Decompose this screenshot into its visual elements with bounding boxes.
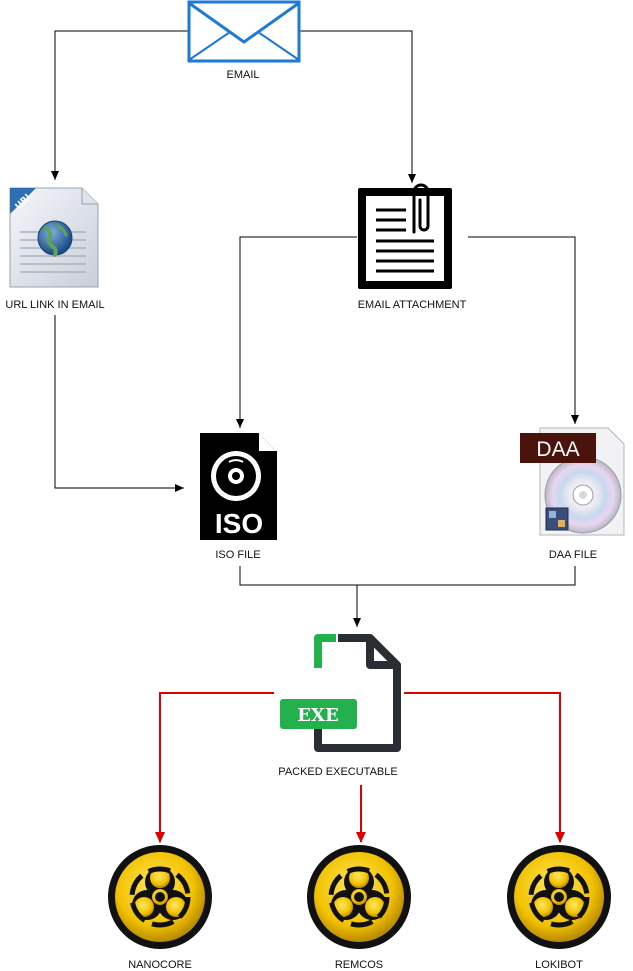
- iso-badge-text: ISO: [215, 508, 263, 539]
- email-label: EMAIL: [226, 69, 260, 81]
- url-link-label: URL LINK IN EMAIL: [5, 299, 105, 311]
- clipboard-attachment-icon: [358, 183, 452, 289]
- exe-badge-text: EXE: [297, 705, 338, 726]
- biohazard-icon: [108, 845, 212, 949]
- exe-file-icon: EXE: [280, 634, 401, 752]
- envelope-icon: [187, 0, 301, 63]
- nanocore-label: NANOCORE: [128, 959, 192, 971]
- url-document-icon: URL: [9, 187, 99, 288]
- edge-attachment-to-daa: [468, 236, 579, 424]
- daa-badge-text: DAA: [536, 438, 579, 461]
- edge-daa-to-exe: [357, 566, 576, 586]
- edge-iso-to-exe: [239, 566, 357, 586]
- lokibot-label: LOKIBOT: [535, 959, 583, 971]
- email-attachment-label: EMAIL ATTACHMENT: [357, 299, 467, 311]
- daa-file-label: DAA FILE: [548, 549, 598, 561]
- biohazard-icon: [507, 845, 611, 949]
- edge-url-to-iso: [54, 315, 184, 492]
- payload-connectors: [155, 692, 565, 843]
- edge-attachment-to-iso: [236, 236, 357, 428]
- connectors: [51, 30, 579, 627]
- iso-file-icon: ISO: [200, 433, 277, 540]
- daa-disc-icon: DAA: [520, 427, 625, 536]
- biohazard-icon: [307, 845, 411, 949]
- edge-email-to-url: [51, 30, 188, 180]
- iso-file-label: ISO FILE: [215, 549, 261, 561]
- edge-exe-to-nanocore: [155, 692, 274, 843]
- packed-executable-label: PACKED EXECUTABLE: [278, 766, 398, 778]
- edge-exe-to-lokibot: [404, 692, 565, 843]
- edge-email-to-attachment: [299, 30, 416, 183]
- remcos-label: REMCOS: [334, 959, 384, 971]
